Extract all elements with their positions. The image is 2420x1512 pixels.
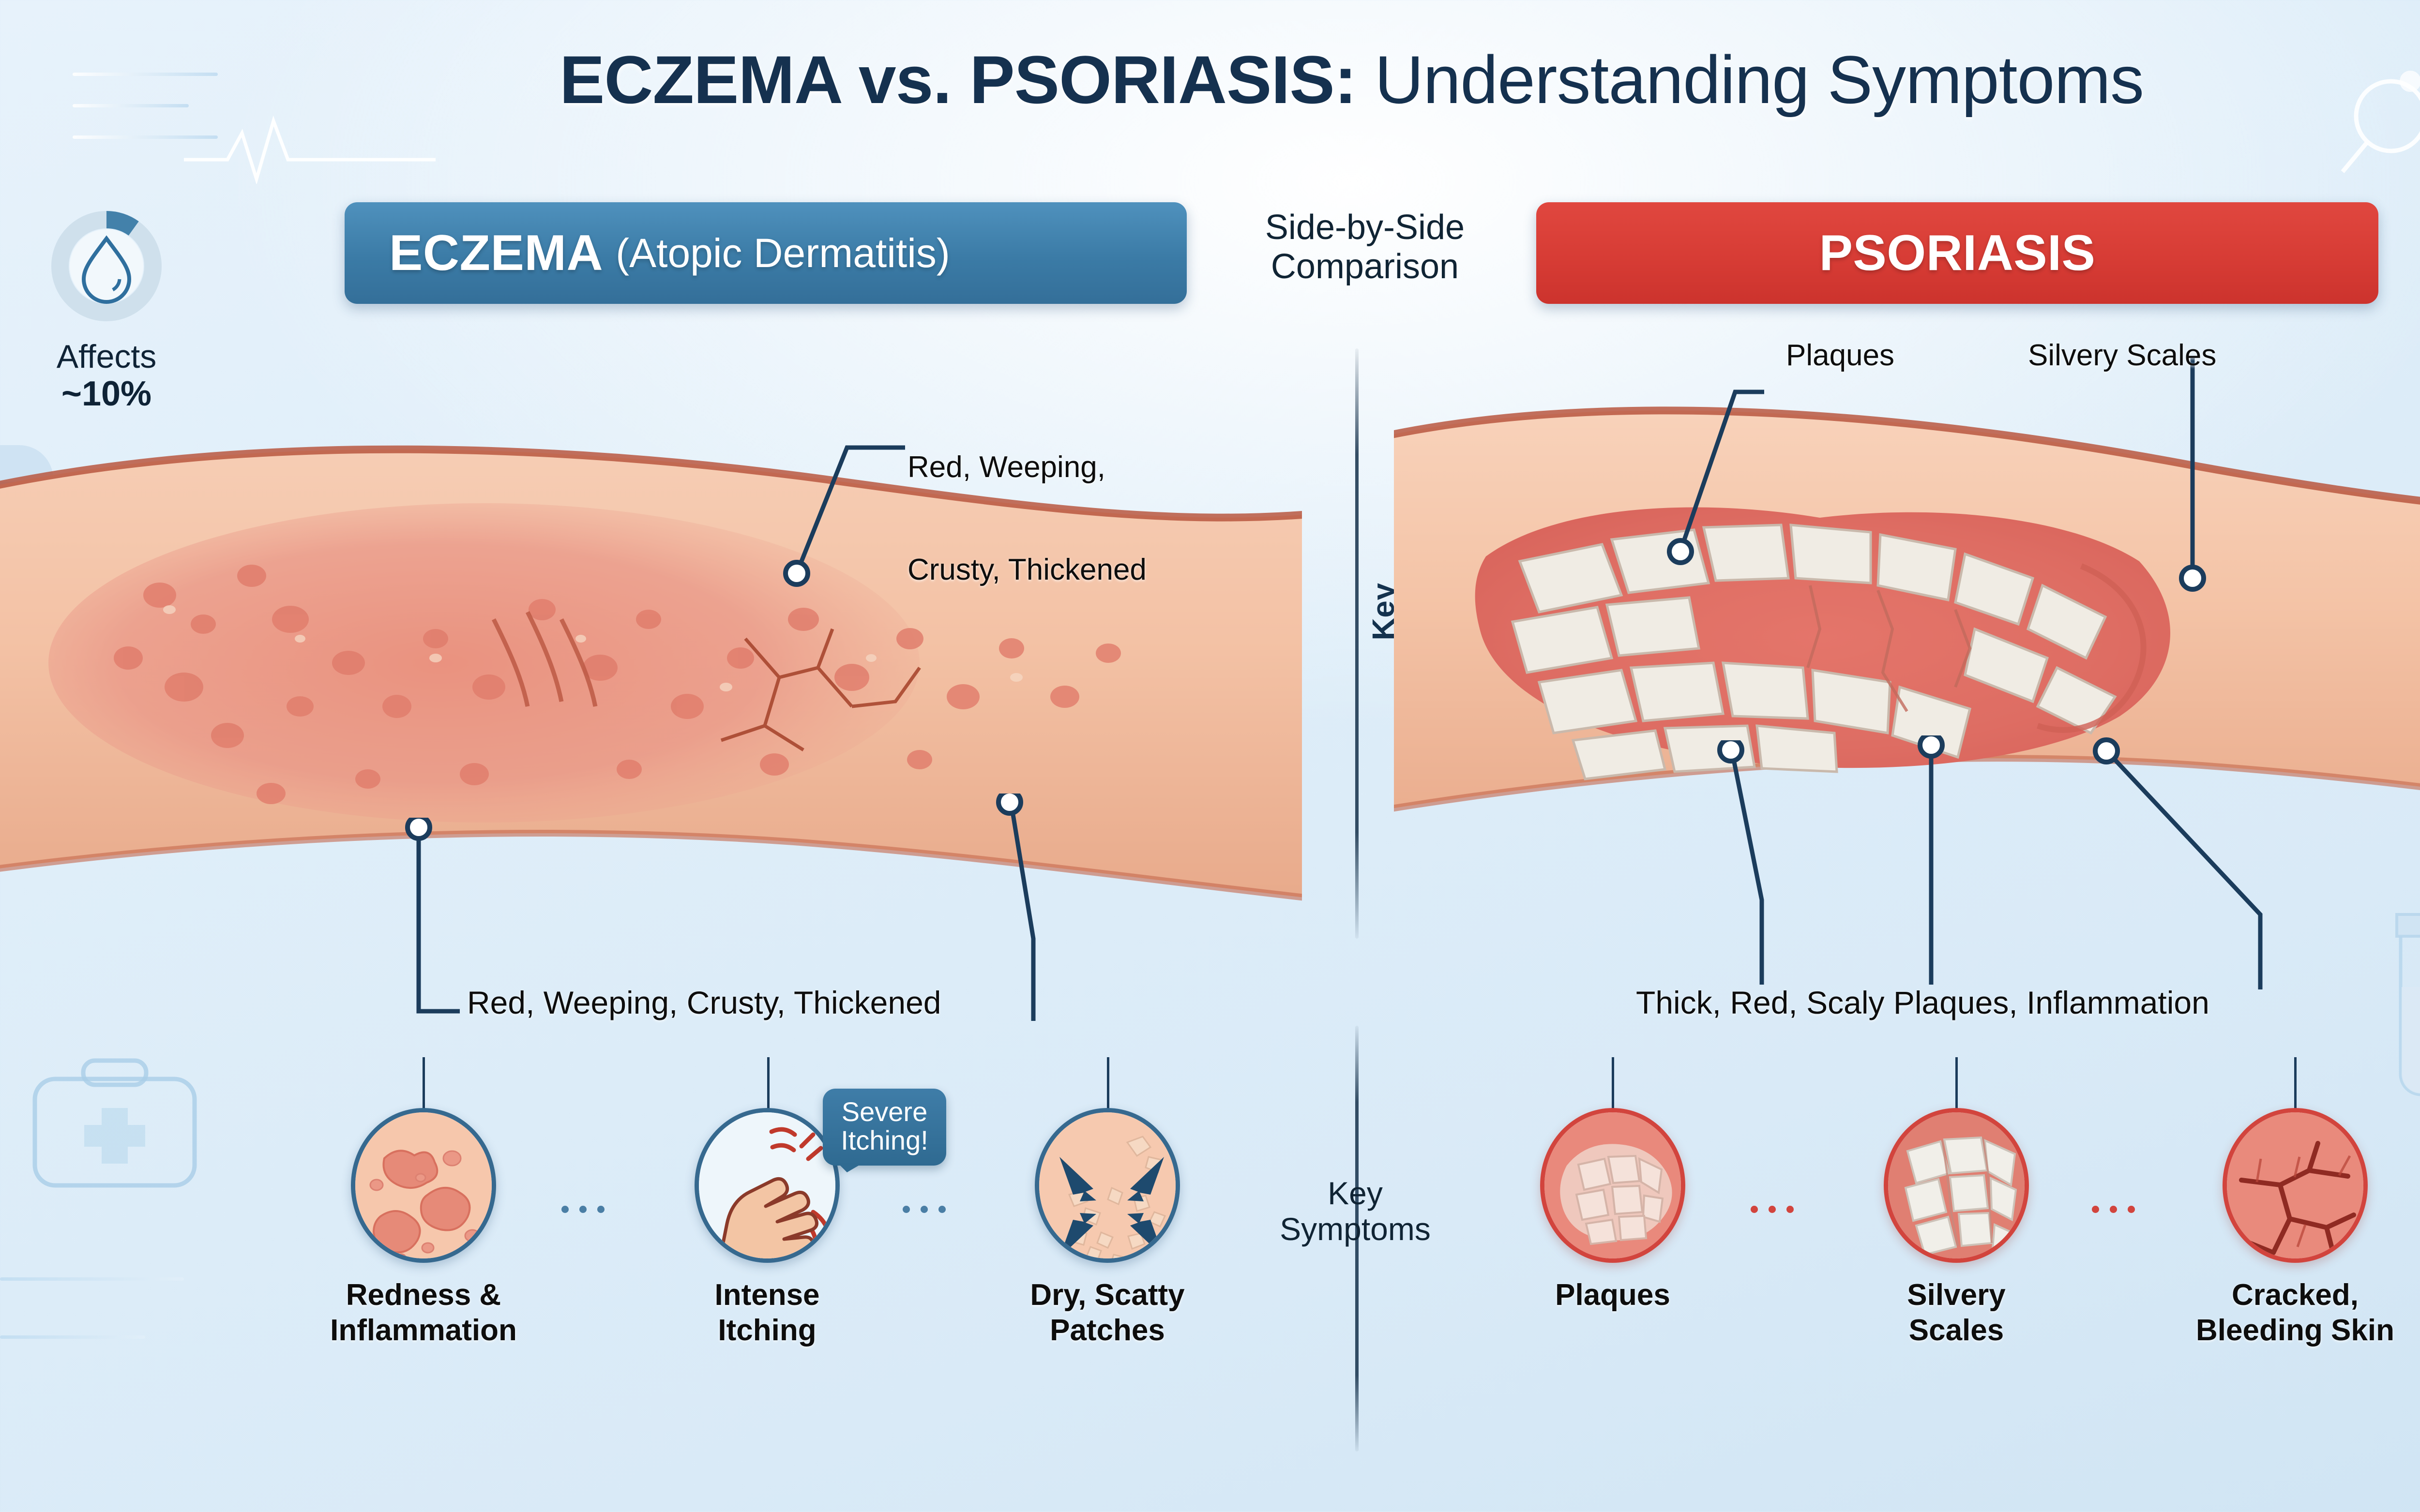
symptom-card-cracked[interactable]: Cracked, Bleeding Skin — [2167, 1108, 2420, 1348]
symptom-label-cracked: Cracked, Bleeding Skin — [2167, 1277, 2420, 1348]
connector-dot — [921, 1206, 928, 1213]
banner-eczema-title: ECZEMA — [389, 225, 604, 281]
connector-dot — [579, 1206, 587, 1213]
connector-dot — [938, 1206, 946, 1213]
eczema-callout-top-line1: Red, Weeping, — [908, 450, 1105, 484]
page-title-bold: ECZEMA vs. PSORIASIS: — [559, 42, 1357, 118]
eczema-callout-top: Red, Weeping, Crusty, Thickened — [908, 382, 1147, 656]
connector-dot — [597, 1206, 605, 1213]
symptom-card-redness[interactable]: Redness & Inflammation — [295, 1108, 552, 1348]
banner-psoriasis-title: PSORIASIS — [1819, 225, 2096, 281]
symptom-connector-dots — [1751, 1206, 1794, 1213]
symptom-connector-dots — [2092, 1206, 2135, 1213]
deco-line — [0, 1335, 145, 1339]
connector-dot — [2128, 1206, 2135, 1213]
tooltip-line1: Severe — [841, 1096, 928, 1127]
dry-flakes-icon — [1035, 1108, 1180, 1263]
comparison-caption-line2: Comparison — [1270, 247, 1459, 286]
inflamed-bumps-icon — [351, 1108, 496, 1263]
water-drop-icon — [5, 194, 208, 339]
deco-line — [73, 73, 218, 76]
cracked-skin-icon — [2223, 1108, 2368, 1263]
symptom-stem — [423, 1057, 425, 1110]
tooltip-line2: Itching! — [841, 1125, 928, 1156]
eczema-callout-top-line2: Crusty, Thickened — [908, 553, 1147, 587]
symptom-label-line2: Itching — [718, 1314, 817, 1347]
connector-dot — [2110, 1206, 2117, 1213]
silvery-scale-icon — [1884, 1108, 2029, 1263]
symptom-card-plaques[interactable]: Plaques — [1484, 1108, 1741, 1313]
center-divider-upper — [1355, 348, 1359, 939]
banner-psoriasis[interactable]: PSORIASIS — [1536, 202, 2378, 304]
psoriasis-skin-illustration — [1394, 358, 2420, 968]
deco-line — [73, 104, 189, 107]
severe-itching-tooltip: Severe Itching! — [823, 1089, 946, 1172]
symptom-stem — [1107, 1057, 1109, 1110]
deco-line — [73, 135, 218, 139]
heartbeat-line-icon — [184, 111, 436, 184]
symptom-label-line1: Dry, Scatty — [1030, 1278, 1185, 1312]
scratching-hand-icon — [695, 1108, 840, 1263]
symptom-card-itching[interactable]: Intense Itching — [639, 1108, 895, 1348]
symptom-label-plaques: Plaques — [1484, 1277, 1741, 1313]
page-title: ECZEMA vs. PSORIASIS: Understanding Symp… — [0, 41, 2420, 119]
deco-line — [0, 1277, 184, 1281]
symptom-label-scales: Silvery Scales — [1828, 1277, 2085, 1348]
symptom-stem — [1612, 1057, 1614, 1110]
plaque-patch-icon — [1540, 1108, 1685, 1263]
symptom-label-patches: Dry, Scatty Patches — [979, 1277, 1236, 1348]
symptom-connector-dots — [561, 1206, 605, 1213]
connector-dot — [561, 1206, 569, 1213]
symptom-label-line2: Patches — [1050, 1314, 1165, 1347]
connector-dot — [2092, 1206, 2099, 1213]
page-title-regular: Understanding Symptoms — [1356, 42, 2144, 118]
connector-dot — [1786, 1206, 1794, 1213]
banner-eczema-subtitle: (Atopic Dermatitis) — [616, 230, 950, 276]
connector-dot — [903, 1206, 910, 1213]
symptom-label-line2: Scales — [1908, 1314, 2004, 1347]
symptom-card-patches[interactable]: Dry, Scatty Patches — [979, 1108, 1236, 1348]
center-divider-lower — [1355, 1026, 1359, 1452]
symptom-label-line1: Plaques — [1555, 1278, 1670, 1312]
comparison-caption: Side-by-Side Comparison — [1195, 208, 1534, 286]
symptom-label-line1: Silvery — [1907, 1278, 2006, 1312]
symptom-label-redness: Redness & Inflammation — [295, 1277, 552, 1348]
symptom-stem — [1955, 1057, 1958, 1110]
symptom-connector-dots — [903, 1206, 946, 1213]
symptom-label-line1: Redness & — [346, 1278, 501, 1312]
symptom-stem — [767, 1057, 770, 1110]
symptom-label-line2: Bleeding Skin — [2196, 1314, 2394, 1347]
eczema-skin-illustration — [0, 368, 1302, 968]
symptom-stem — [2294, 1057, 2297, 1110]
key-symptoms-center-label: Key Symptoms — [1229, 1175, 1481, 1247]
first-aid-kit-icon — [29, 1050, 203, 1195]
key-symptoms-line1: Key — [1328, 1175, 1383, 1211]
stat-eczema-label: Affects — [56, 338, 157, 375]
comparison-caption-line1: Side-by-Side — [1265, 208, 1465, 247]
eczema-callout-bottom: Red, Weeping, Crusty, Thickened — [467, 985, 941, 1020]
stat-eczema-value: ~10% — [61, 374, 152, 413]
psoriasis-callout-scales: Silvery Scales — [2028, 339, 2217, 372]
symptom-card-scales[interactable]: Silvery Scales — [1828, 1108, 2085, 1348]
symptom-label-itching: Intense Itching — [639, 1277, 895, 1348]
symptom-label-line1: Intense — [714, 1278, 820, 1312]
banner-eczema[interactable]: ECZEMA (Atopic Dermatitis) — [345, 202, 1187, 304]
psoriasis-callout-plaques: Plaques — [1786, 339, 1895, 372]
symptom-label-line2: Inflammation — [330, 1314, 517, 1347]
key-symptoms-line2: Symptoms — [1280, 1211, 1431, 1247]
stat-badge-eczema: Affects ~10% — [5, 194, 208, 413]
symptom-label-line1: Cracked, — [2232, 1278, 2359, 1312]
connector-dot — [1751, 1206, 1758, 1213]
connector-dot — [1769, 1206, 1776, 1213]
psoriasis-callout-bottom: Thick, Red, Scaly Plaques, Inflammation — [1636, 985, 2209, 1020]
